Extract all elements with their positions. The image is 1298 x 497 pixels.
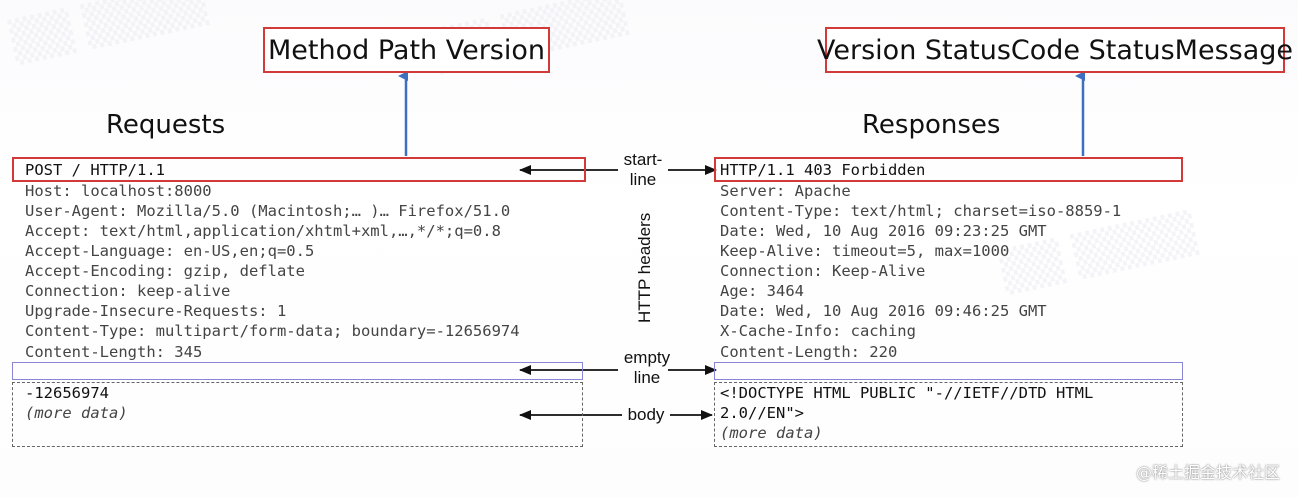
- request-start-line-box: [12, 157, 586, 182]
- request-header-line: Host: localhost:8000: [25, 182, 212, 200]
- response-header-line: Date: Wed, 10 Aug 2016 09:23:25 GMT: [720, 222, 1047, 240]
- request-header-line: Upgrade-Insecure-Requests: 1: [25, 302, 287, 320]
- start-line-label: start- line: [623, 150, 663, 189]
- request-header-line: Content-Length: 345: [25, 343, 203, 361]
- response-header-line: Connection: Keep-Alive: [720, 262, 926, 280]
- response-body-line: (more data): [720, 424, 823, 442]
- response-header-line: Content-Type: text/html; charset=iso-885…: [720, 202, 1122, 220]
- empty-line-label: empty line: [623, 348, 671, 387]
- site-watermark: @稀土掘金技术社区: [1135, 463, 1280, 482]
- response-header-line: Content-Length: 220: [720, 343, 898, 361]
- requests-heading: Requests: [106, 110, 226, 140]
- request-body-box: [12, 382, 583, 447]
- request-header-line: Content-Type: multipart/form-data; bound…: [25, 322, 520, 340]
- request-header-line: Accept: text/html,application/xhtml+xml,…: [25, 222, 501, 240]
- response-start-line: HTTP/1.1 403 Forbidden: [720, 161, 926, 179]
- response-body-line: <!DOCTYPE HTML PUBLIC "-//IETF//DTD HTML: [720, 384, 1094, 402]
- response-body-line: 2.0//EN">: [720, 404, 804, 422]
- response-body-box: [714, 382, 1183, 447]
- request-header-line: Accept-Language: en-US,en;q=0.5: [25, 242, 315, 260]
- request-start-line-callout: Method Path Version: [263, 27, 550, 73]
- responses-heading: Responses: [862, 110, 1001, 140]
- response-start-line-callout: Version StatusCode StatusMessage: [817, 27, 1293, 73]
- response-header-line: X-Cache-Info: caching: [720, 322, 916, 340]
- body-label: body: [627, 405, 665, 424]
- request-empty-line-box: [12, 362, 583, 380]
- http-headers-label: HTTP headers: [635, 212, 654, 323]
- request-start-line: POST / HTTP/1.1: [25, 161, 165, 179]
- response-start-line-box: [714, 157, 1183, 182]
- request-body-line: (more data): [25, 404, 128, 422]
- response-header-line: Date: Wed, 10 Aug 2016 09:46:25 GMT: [720, 302, 1047, 320]
- request-header-line: User-Agent: Mozilla/5.0 (Macintosh;… )… …: [25, 202, 511, 220]
- response-header-line: Age: 3464: [720, 282, 804, 300]
- request-header-line: Connection: keep-alive: [25, 282, 231, 300]
- response-empty-line-box: [714, 362, 1183, 380]
- response-header-line: Server: Apache: [720, 182, 851, 200]
- request-header-line: Accept-Encoding: gzip, deflate: [25, 262, 305, 280]
- request-body-line: -12656974: [25, 384, 109, 402]
- response-header-line: Keep-Alive: timeout=5, max=1000: [720, 242, 1010, 260]
